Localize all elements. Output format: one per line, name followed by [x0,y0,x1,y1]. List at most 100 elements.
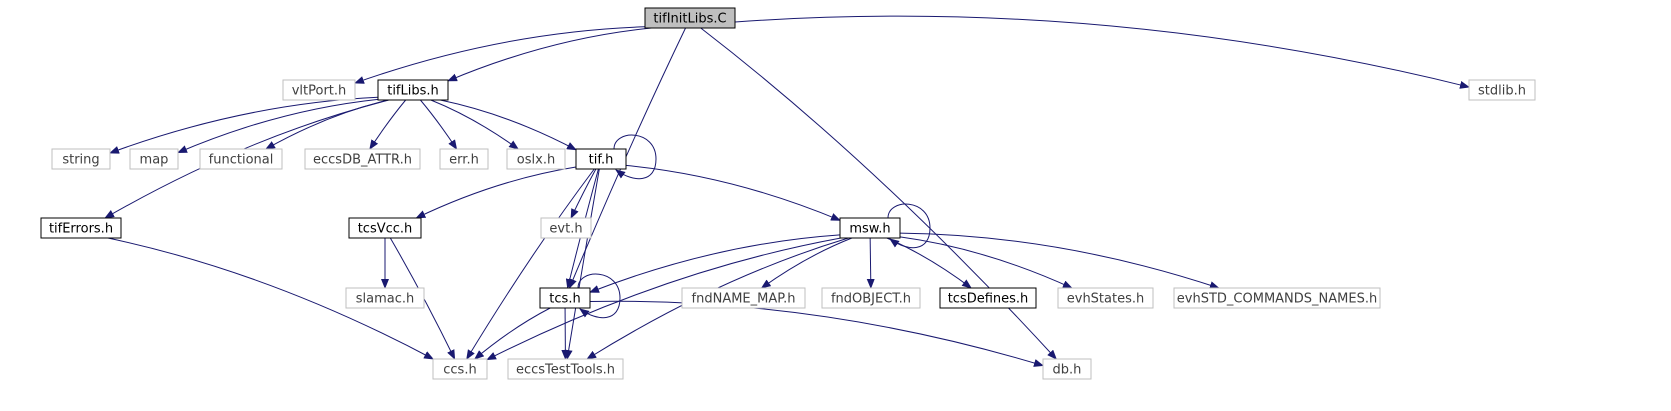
node-label: tcs.h [549,292,580,307]
node-evhSTD: evhSTD_COMMANDS_NAMES.h [1173,287,1381,309]
edge-tifInitLibs-to-stdlib [734,15,1470,89]
node-label: slamac.h [356,292,415,307]
node-box [432,358,488,380]
node-label: db.h [1053,363,1082,378]
edge-tif-to-eccsTestTools [564,168,600,360]
node-box [345,287,425,309]
edge-tifInitLibs-to-db [700,27,1057,360]
node-label: map [140,153,169,168]
node-slamac: slamac.h [345,287,425,309]
node-box [1173,287,1381,309]
node-box [939,287,1037,309]
node-tif[interactable]: tif.h [575,148,627,170]
node-eccsDB_ATTR: eccsDB_ATTR.h [304,148,421,170]
node-label: evhSTD_COMMANDS_NAMES.h [1177,292,1377,307]
node-tcsDefines[interactable]: tcsDefines.h [939,287,1037,309]
node-box [282,79,356,101]
node-tifLibs[interactable]: tifLibs.h [377,79,449,101]
node-label: fndNAME_MAP.h [692,292,796,307]
node-box [40,217,122,239]
edge-tifLibs-to-map [177,98,379,154]
node-tifInitLibs[interactable]: tifInitLibs.C [644,7,736,29]
node-tifErrors[interactable]: tifErrors.h [40,217,122,239]
node-box [681,287,806,309]
edge-tifLibs-to-string [109,96,379,154]
node-label: evhStates.h [1067,292,1145,307]
node-msw[interactable]: msw.h [839,217,901,239]
node-box [539,287,591,309]
edge-tif-to-evt [570,168,597,219]
node-functional: functional [199,148,283,170]
edge-tcs-to-db [589,300,1044,367]
edge-tifLibs-to-tif [440,99,577,151]
edge-msw-to-tcsDefines [886,237,972,289]
node-fndNAME_MAP: fndNAME_MAP.h [681,287,806,309]
edge-tifLibs-to-err [420,99,458,150]
node-err: err.h [439,148,489,170]
node-box [304,148,421,170]
node-box [51,148,111,170]
edge-msw-to-evhStates [899,236,1073,289]
node-db: db.h [1042,358,1092,380]
edge-tifErrors-to-ccs [107,237,435,360]
node-label: tcsVcc.h [358,222,413,237]
node-tcsVcc[interactable]: tcsVcc.h [348,217,422,239]
node-label: msw.h [849,222,890,237]
node-label: tifErrors.h [49,222,113,237]
node-box [199,148,283,170]
node-box [821,287,921,309]
node-evhStates: evhStates.h [1057,287,1154,309]
edge-msw-to-msw [887,203,931,249]
node-label: tif.h [589,153,614,168]
node-oslx: oslx.h [506,148,566,170]
node-map: map [129,148,179,170]
node-layer: tifInitLibs.C vltPort.h tifLibs.h stdlib.h s… [40,7,1536,380]
edge-tifInitLibs-to-tifLibs [447,27,652,82]
node-box [1042,358,1092,380]
edge-msw-to-ccs [486,237,842,361]
node-eccsTestTools: eccsTestTools.h [507,358,624,380]
node-box [644,7,736,29]
node-box [507,358,624,380]
node-box [348,217,422,239]
node-box [439,148,489,170]
edge-tifLibs-to-tifErrors [104,99,390,219]
node-vltPort: vltPort.h [282,79,356,101]
node-label: oslx.h [517,153,555,168]
node-label: fndOBJECT.h [831,292,911,307]
node-box [506,148,566,170]
node-label: stdlib.h [1478,84,1526,99]
node-label: string [62,153,99,168]
edge-layer [104,15,1470,367]
node-box [575,148,627,170]
node-string: string [51,148,111,170]
node-box [839,217,901,239]
node-evt: evt.h [540,217,592,239]
node-label: eccsDB_ATTR.h [313,153,412,168]
node-stdlib: stdlib.h [1468,79,1536,101]
edge-msw-to-tcs [589,234,841,293]
node-label: tcsDefines.h [948,292,1029,307]
edge-msw-to-evhSTD [899,232,1220,289]
node-label: functional [209,153,274,168]
edge-tifInitLibs-to-vltPort [354,26,646,84]
node-label: tifInitLibs.C [653,12,726,27]
edge-msw-to-fndOBJECT [866,237,875,289]
edge-tif-to-msw [625,164,841,221]
node-box [1057,287,1154,309]
edge-tif-to-tif [613,134,657,180]
node-tcs[interactable]: tcs.h [539,287,591,309]
node-label: evt.h [549,222,582,237]
node-label: eccsTestTools.h [516,363,615,378]
node-box [129,148,179,170]
node-label: vltPort.h [292,84,347,99]
edge-tifLibs-to-eccsDB_ATTR [369,99,407,150]
node-box [540,217,592,239]
edge-tifLibs-to-oslx [430,99,519,150]
edge-tifInitLibs-to-tcs [569,27,686,289]
edge-tif-to-tcsVcc [415,166,577,219]
edge-tif-to-ccs [466,168,595,360]
node-box [1468,79,1536,101]
node-label: ccs.h [443,363,476,378]
